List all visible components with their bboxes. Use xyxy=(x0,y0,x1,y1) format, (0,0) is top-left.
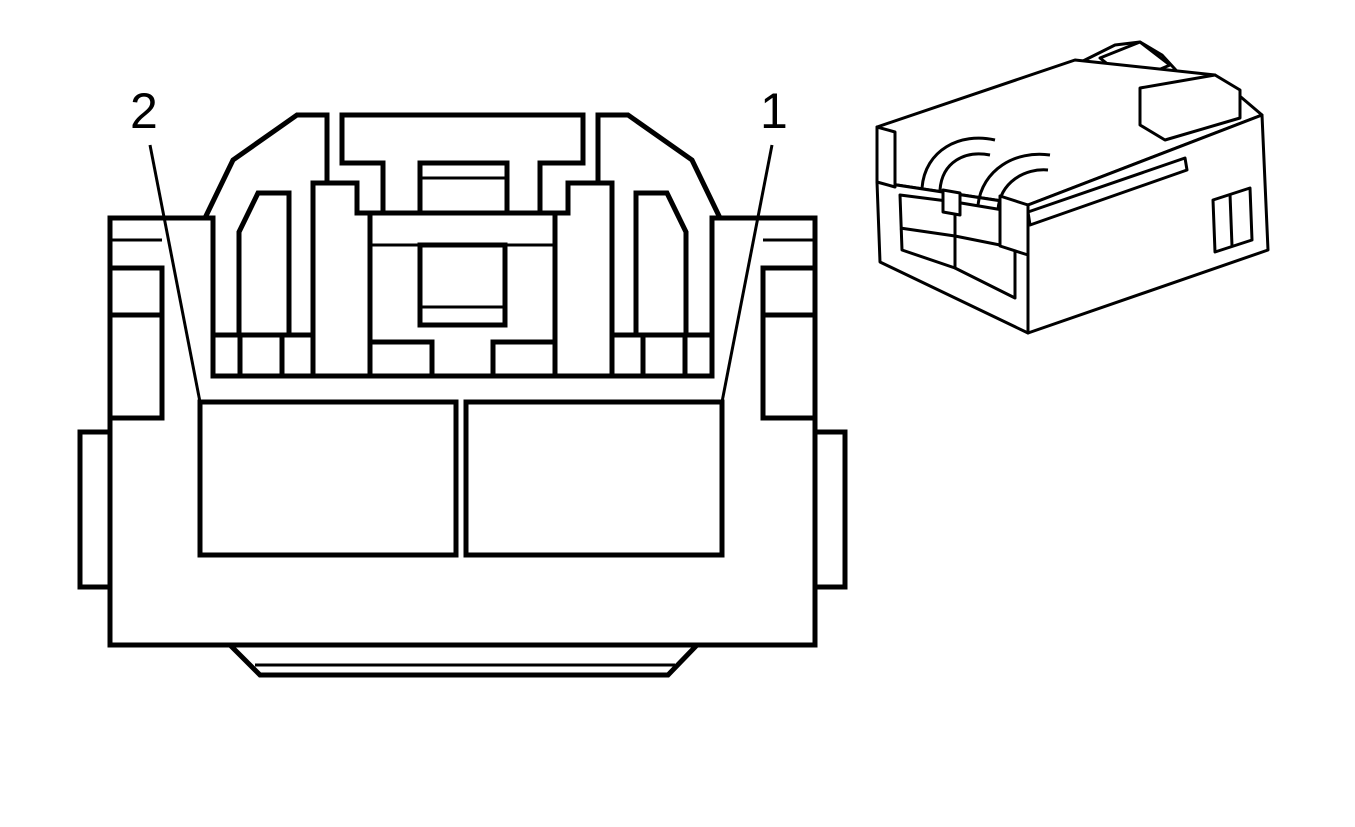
iso-top-post-center xyxy=(941,188,962,217)
bottom-lip xyxy=(223,642,703,678)
iso-raised-block xyxy=(1138,73,1242,142)
pin-1-label: 1 xyxy=(760,83,788,139)
right-lock-foot-b xyxy=(609,332,646,379)
left-side-tab xyxy=(77,429,113,590)
pin-2-leader-line xyxy=(148,144,202,403)
iso-lock-arm-left xyxy=(920,136,996,189)
connector-face-view: 2 1 xyxy=(77,83,848,678)
pin-2-label: 2 xyxy=(130,83,158,139)
pin-1-cavity xyxy=(463,399,725,558)
right-side-tab xyxy=(812,429,848,590)
right-body-notch-upper xyxy=(760,265,818,318)
left-body-notch-upper xyxy=(107,265,165,318)
center-latch-window xyxy=(417,160,510,216)
iso-top-post-right xyxy=(998,194,1030,257)
center-cavity-block xyxy=(417,242,508,328)
pin-2-cavity xyxy=(197,399,459,558)
iso-side-tab-line xyxy=(1228,193,1234,247)
iso-lock-arm-right xyxy=(976,152,1051,206)
right-latch-shoulder xyxy=(552,180,615,379)
center-cavity-foot-left xyxy=(367,339,435,379)
right-body-notch-lower xyxy=(760,312,818,421)
left-latch-shoulder xyxy=(310,180,373,379)
left-body-notch-lower xyxy=(107,312,165,421)
iso-top-post-left xyxy=(875,125,897,189)
left-lock-foot-a xyxy=(210,332,243,379)
left-lock-finger xyxy=(236,190,292,338)
left-lock-foot-b xyxy=(279,332,316,379)
iso-lock-arm-left-inner xyxy=(938,152,991,191)
iso-right-face xyxy=(1026,113,1270,335)
right-lock-finger xyxy=(633,190,689,338)
center-cavity-foot-right xyxy=(490,339,558,379)
pin-1-leader-line xyxy=(720,144,774,403)
right-lock-foot-a xyxy=(682,332,715,379)
connector-isometric-view xyxy=(875,40,1270,335)
iso-front-cavity-left-line xyxy=(899,226,956,238)
